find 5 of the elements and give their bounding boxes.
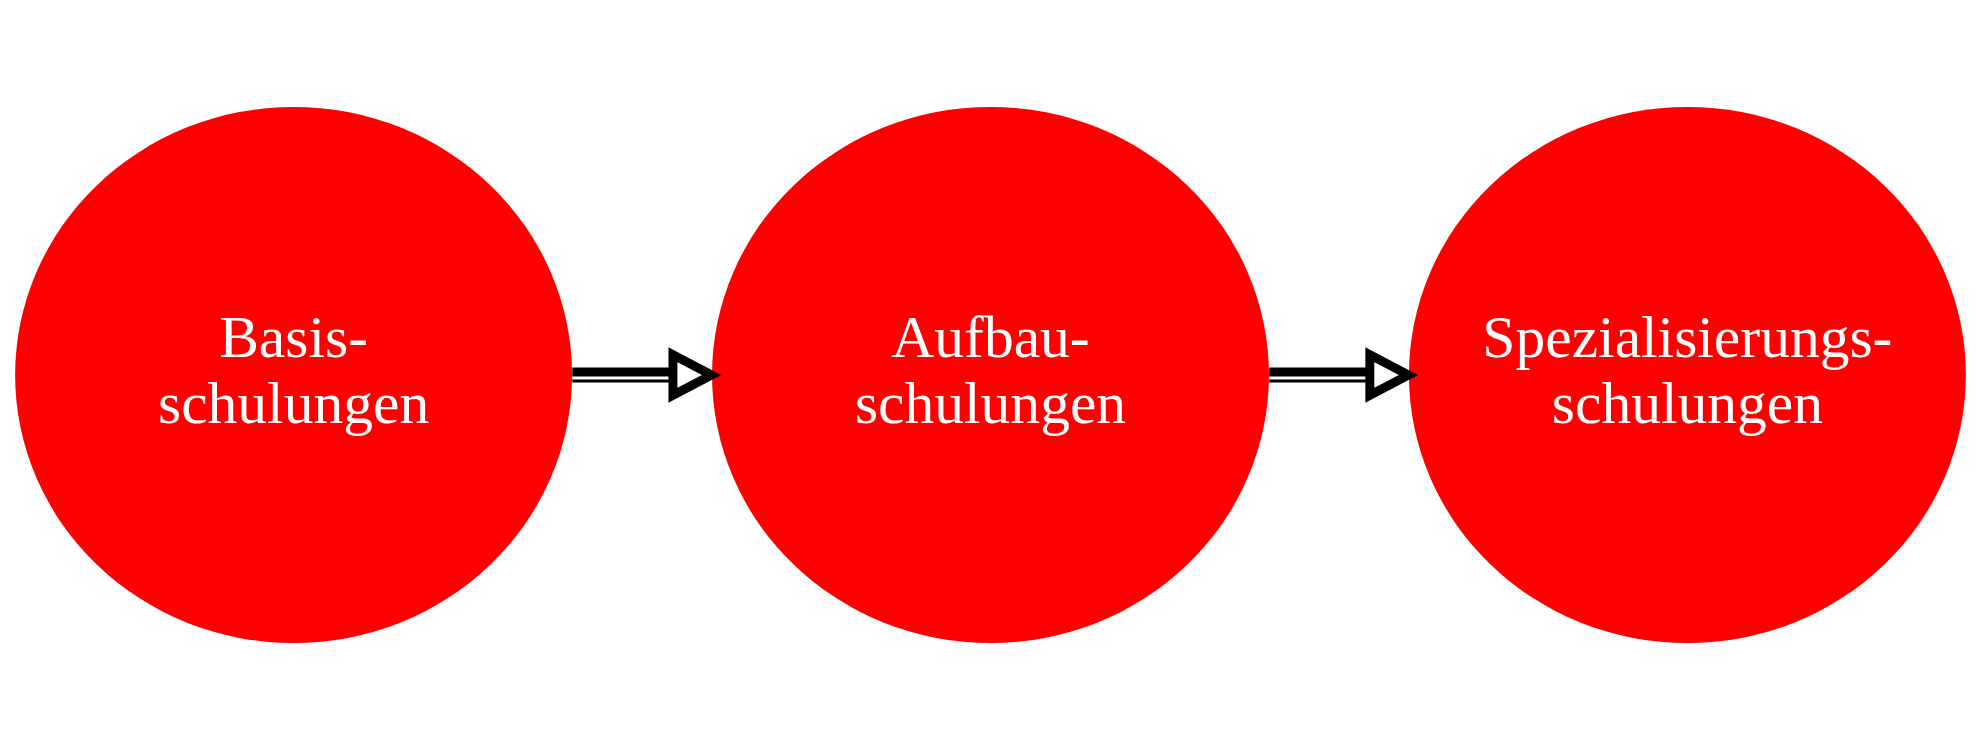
arrow <box>1268 347 1418 403</box>
node-circle: Basis- schulungen <box>14 106 572 644</box>
arrow <box>571 347 721 403</box>
node-circle: Spezialisierungs- schulungen <box>1408 106 1966 644</box>
node-circle: Aufbau- schulungen <box>711 106 1269 644</box>
